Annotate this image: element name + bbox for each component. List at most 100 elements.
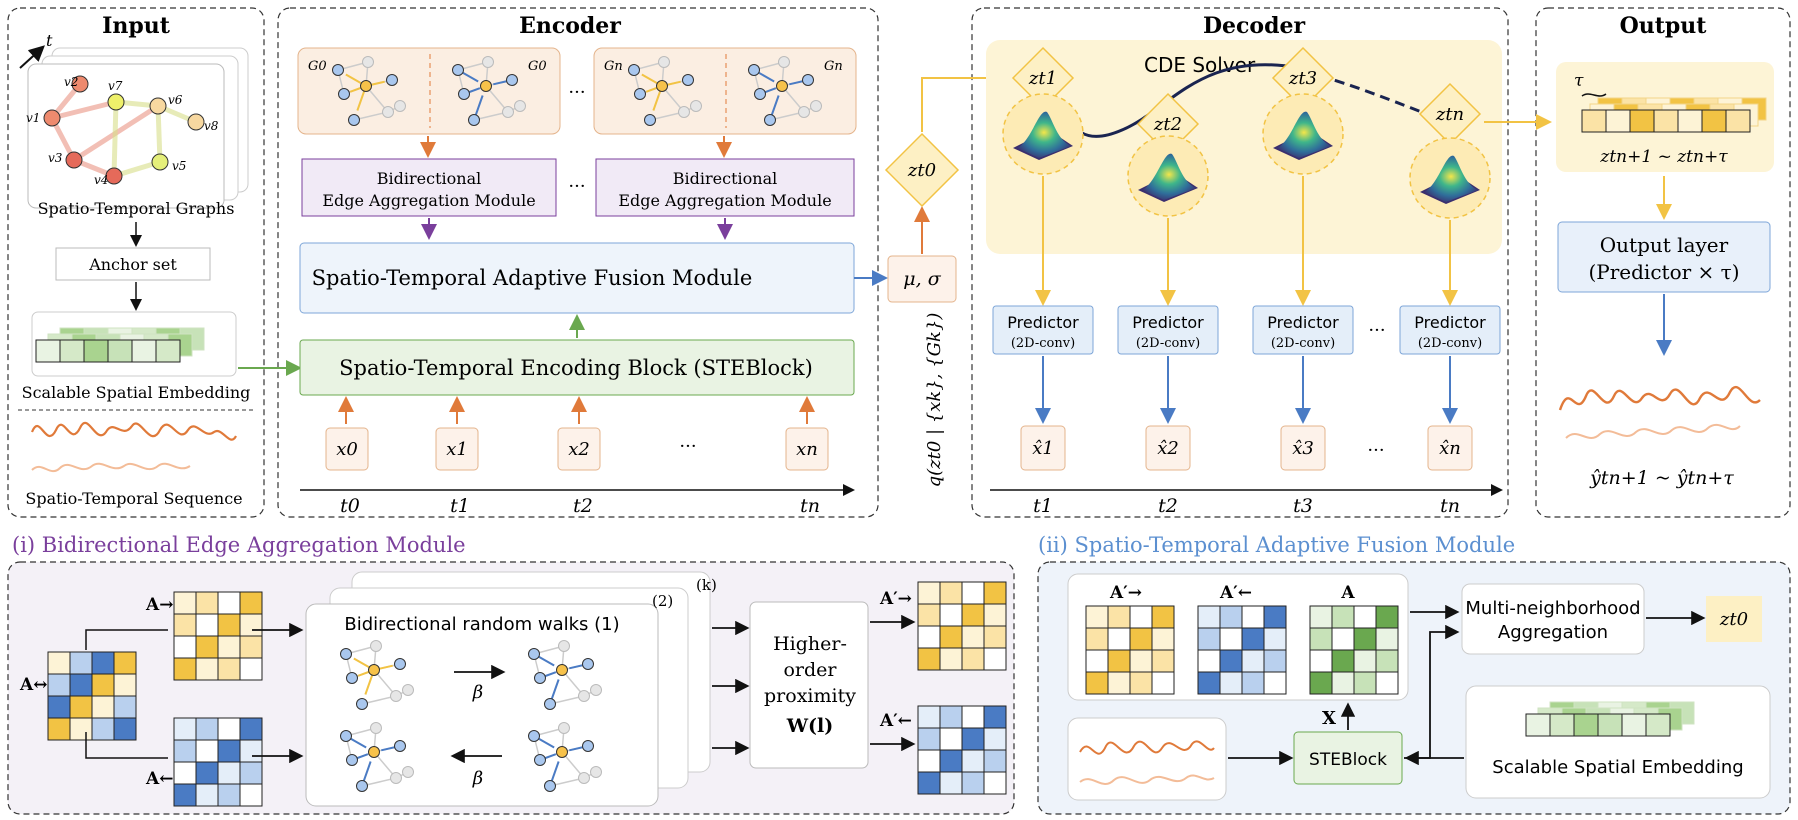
mini-graph bbox=[528, 640, 602, 710]
surface-peak bbox=[1277, 111, 1331, 158]
matrix-cell bbox=[1331, 605, 1355, 629]
embedding-cell bbox=[59, 339, 85, 363]
time-axis-arrow: t bbox=[19, 31, 53, 69]
z0-output-box bbox=[1706, 596, 1762, 642]
embedding-cell bbox=[35, 339, 61, 363]
prediction-wave-dark bbox=[1558, 385, 1761, 411]
graph-node bbox=[402, 766, 414, 778]
graph-node bbox=[368, 664, 380, 676]
matrix-cell bbox=[1309, 649, 1333, 673]
svg-text:v5: v5 bbox=[172, 159, 186, 173]
predictor-sub: (2D-conv) bbox=[1136, 336, 1200, 351]
matrix-cell bbox=[917, 771, 941, 795]
svg-text:v6: v6 bbox=[168, 93, 183, 107]
aggregation-box bbox=[1461, 583, 1645, 655]
graph-node bbox=[590, 684, 602, 696]
latent-range-label: ztn+1 ~ ztn+τ bbox=[1599, 147, 1728, 167]
matrix-cell bbox=[113, 651, 137, 675]
matrix-cell bbox=[217, 657, 241, 681]
matrix-cell bbox=[1085, 671, 1109, 695]
svg-text:Higher-: Higher- bbox=[773, 633, 847, 655]
matrix-cell bbox=[113, 673, 137, 697]
matrix-cell bbox=[195, 783, 219, 807]
state-label: zt3 bbox=[1288, 68, 1317, 89]
matrix-cell bbox=[1375, 671, 1399, 695]
output-box bbox=[1020, 425, 1066, 471]
graph-node bbox=[452, 64, 464, 76]
z0-label: zt0 bbox=[907, 160, 936, 181]
graph-node bbox=[346, 754, 358, 766]
proximity-box bbox=[749, 601, 869, 769]
graph-node bbox=[802, 74, 814, 86]
matrix-cell bbox=[195, 717, 219, 741]
svg-text:t1: t1 bbox=[450, 495, 470, 517]
output-box bbox=[1427, 425, 1473, 471]
state-label: ztn bbox=[1435, 104, 1464, 125]
graph-node bbox=[798, 106, 810, 118]
matrix-cell bbox=[917, 727, 941, 751]
matrix-cell bbox=[983, 749, 1007, 773]
svg-text:v8: v8 bbox=[204, 119, 219, 133]
module-ii-title: (ii) Spatio-Temporal Adaptive Fusion Mod… bbox=[1038, 533, 1515, 557]
matrix-cell bbox=[1129, 605, 1153, 629]
matrix-cell bbox=[91, 673, 115, 697]
latent-sequence bbox=[1581, 97, 1767, 133]
graph-node bbox=[332, 64, 344, 76]
matrix-cell bbox=[939, 647, 963, 671]
graph-node bbox=[682, 74, 694, 86]
matrix-cell bbox=[961, 647, 985, 671]
matrix-cell bbox=[1151, 627, 1175, 651]
mini-graph bbox=[332, 56, 406, 126]
graph-group-0 bbox=[297, 47, 561, 135]
matrix-cell bbox=[217, 613, 241, 637]
beam-box-0 bbox=[301, 158, 557, 217]
mini-graph bbox=[748, 56, 822, 126]
a-fwd-label: A→ bbox=[145, 595, 173, 615]
matrix-cell bbox=[939, 771, 963, 795]
anchor-set-box bbox=[55, 247, 211, 281]
svg-text:···: ··· bbox=[679, 436, 696, 457]
svg-text:t2: t2 bbox=[573, 495, 593, 517]
graph-node bbox=[748, 64, 760, 76]
state-label: zt2 bbox=[1153, 114, 1182, 135]
matrix-cell bbox=[1375, 627, 1399, 651]
matrix-cell bbox=[1331, 627, 1355, 651]
matrix-cell bbox=[239, 635, 263, 659]
predictor-label: Predictor bbox=[1414, 313, 1486, 332]
matrix-cell bbox=[961, 705, 985, 729]
graph-node bbox=[544, 698, 556, 710]
prediction-range-label: ŷtn+1 ~ ŷtn+τ bbox=[1589, 467, 1734, 489]
svg-text:xn: xn bbox=[796, 439, 818, 460]
graph-node bbox=[544, 780, 556, 792]
graph-label-gn-fwd: Gn bbox=[604, 59, 623, 74]
matrix-a-bwd bbox=[173, 717, 263, 807]
matrix-cell bbox=[173, 657, 197, 681]
output-label: x̂2 bbox=[1157, 438, 1179, 459]
graph-node bbox=[458, 88, 470, 100]
random-walks-title: Bidirectional random walks (1) bbox=[344, 614, 619, 635]
embedding-cell bbox=[1525, 713, 1551, 737]
matrix-cell bbox=[217, 591, 241, 615]
embedding-caption: Scalable Spatial Embedding bbox=[22, 383, 251, 402]
matrix-cell bbox=[1085, 649, 1109, 673]
mu-sigma-box bbox=[887, 255, 957, 303]
matrix-cell bbox=[1241, 671, 1265, 695]
latent-cell bbox=[1581, 109, 1607, 133]
matrix-cell bbox=[239, 739, 263, 763]
matrix-cell bbox=[1263, 671, 1287, 695]
matrix-cell bbox=[195, 613, 219, 637]
tau-label: τ bbox=[1574, 71, 1584, 91]
a-prime-fwd-label: A′→ bbox=[879, 589, 912, 609]
matrix-cell bbox=[983, 771, 1007, 795]
graph-node bbox=[534, 754, 546, 766]
graph-node bbox=[356, 698, 368, 710]
matrix-cell bbox=[917, 749, 941, 773]
svg-text:tn: tn bbox=[800, 495, 820, 517]
anchor-set-label: Anchor set bbox=[88, 255, 177, 274]
matrix-cell bbox=[983, 727, 1007, 751]
sequence-caption: Spatio-Temporal Sequence bbox=[25, 489, 242, 508]
decoder-ellipsis-output: ··· bbox=[1367, 440, 1384, 461]
a-prime-bwd-label: A′← bbox=[879, 711, 912, 731]
